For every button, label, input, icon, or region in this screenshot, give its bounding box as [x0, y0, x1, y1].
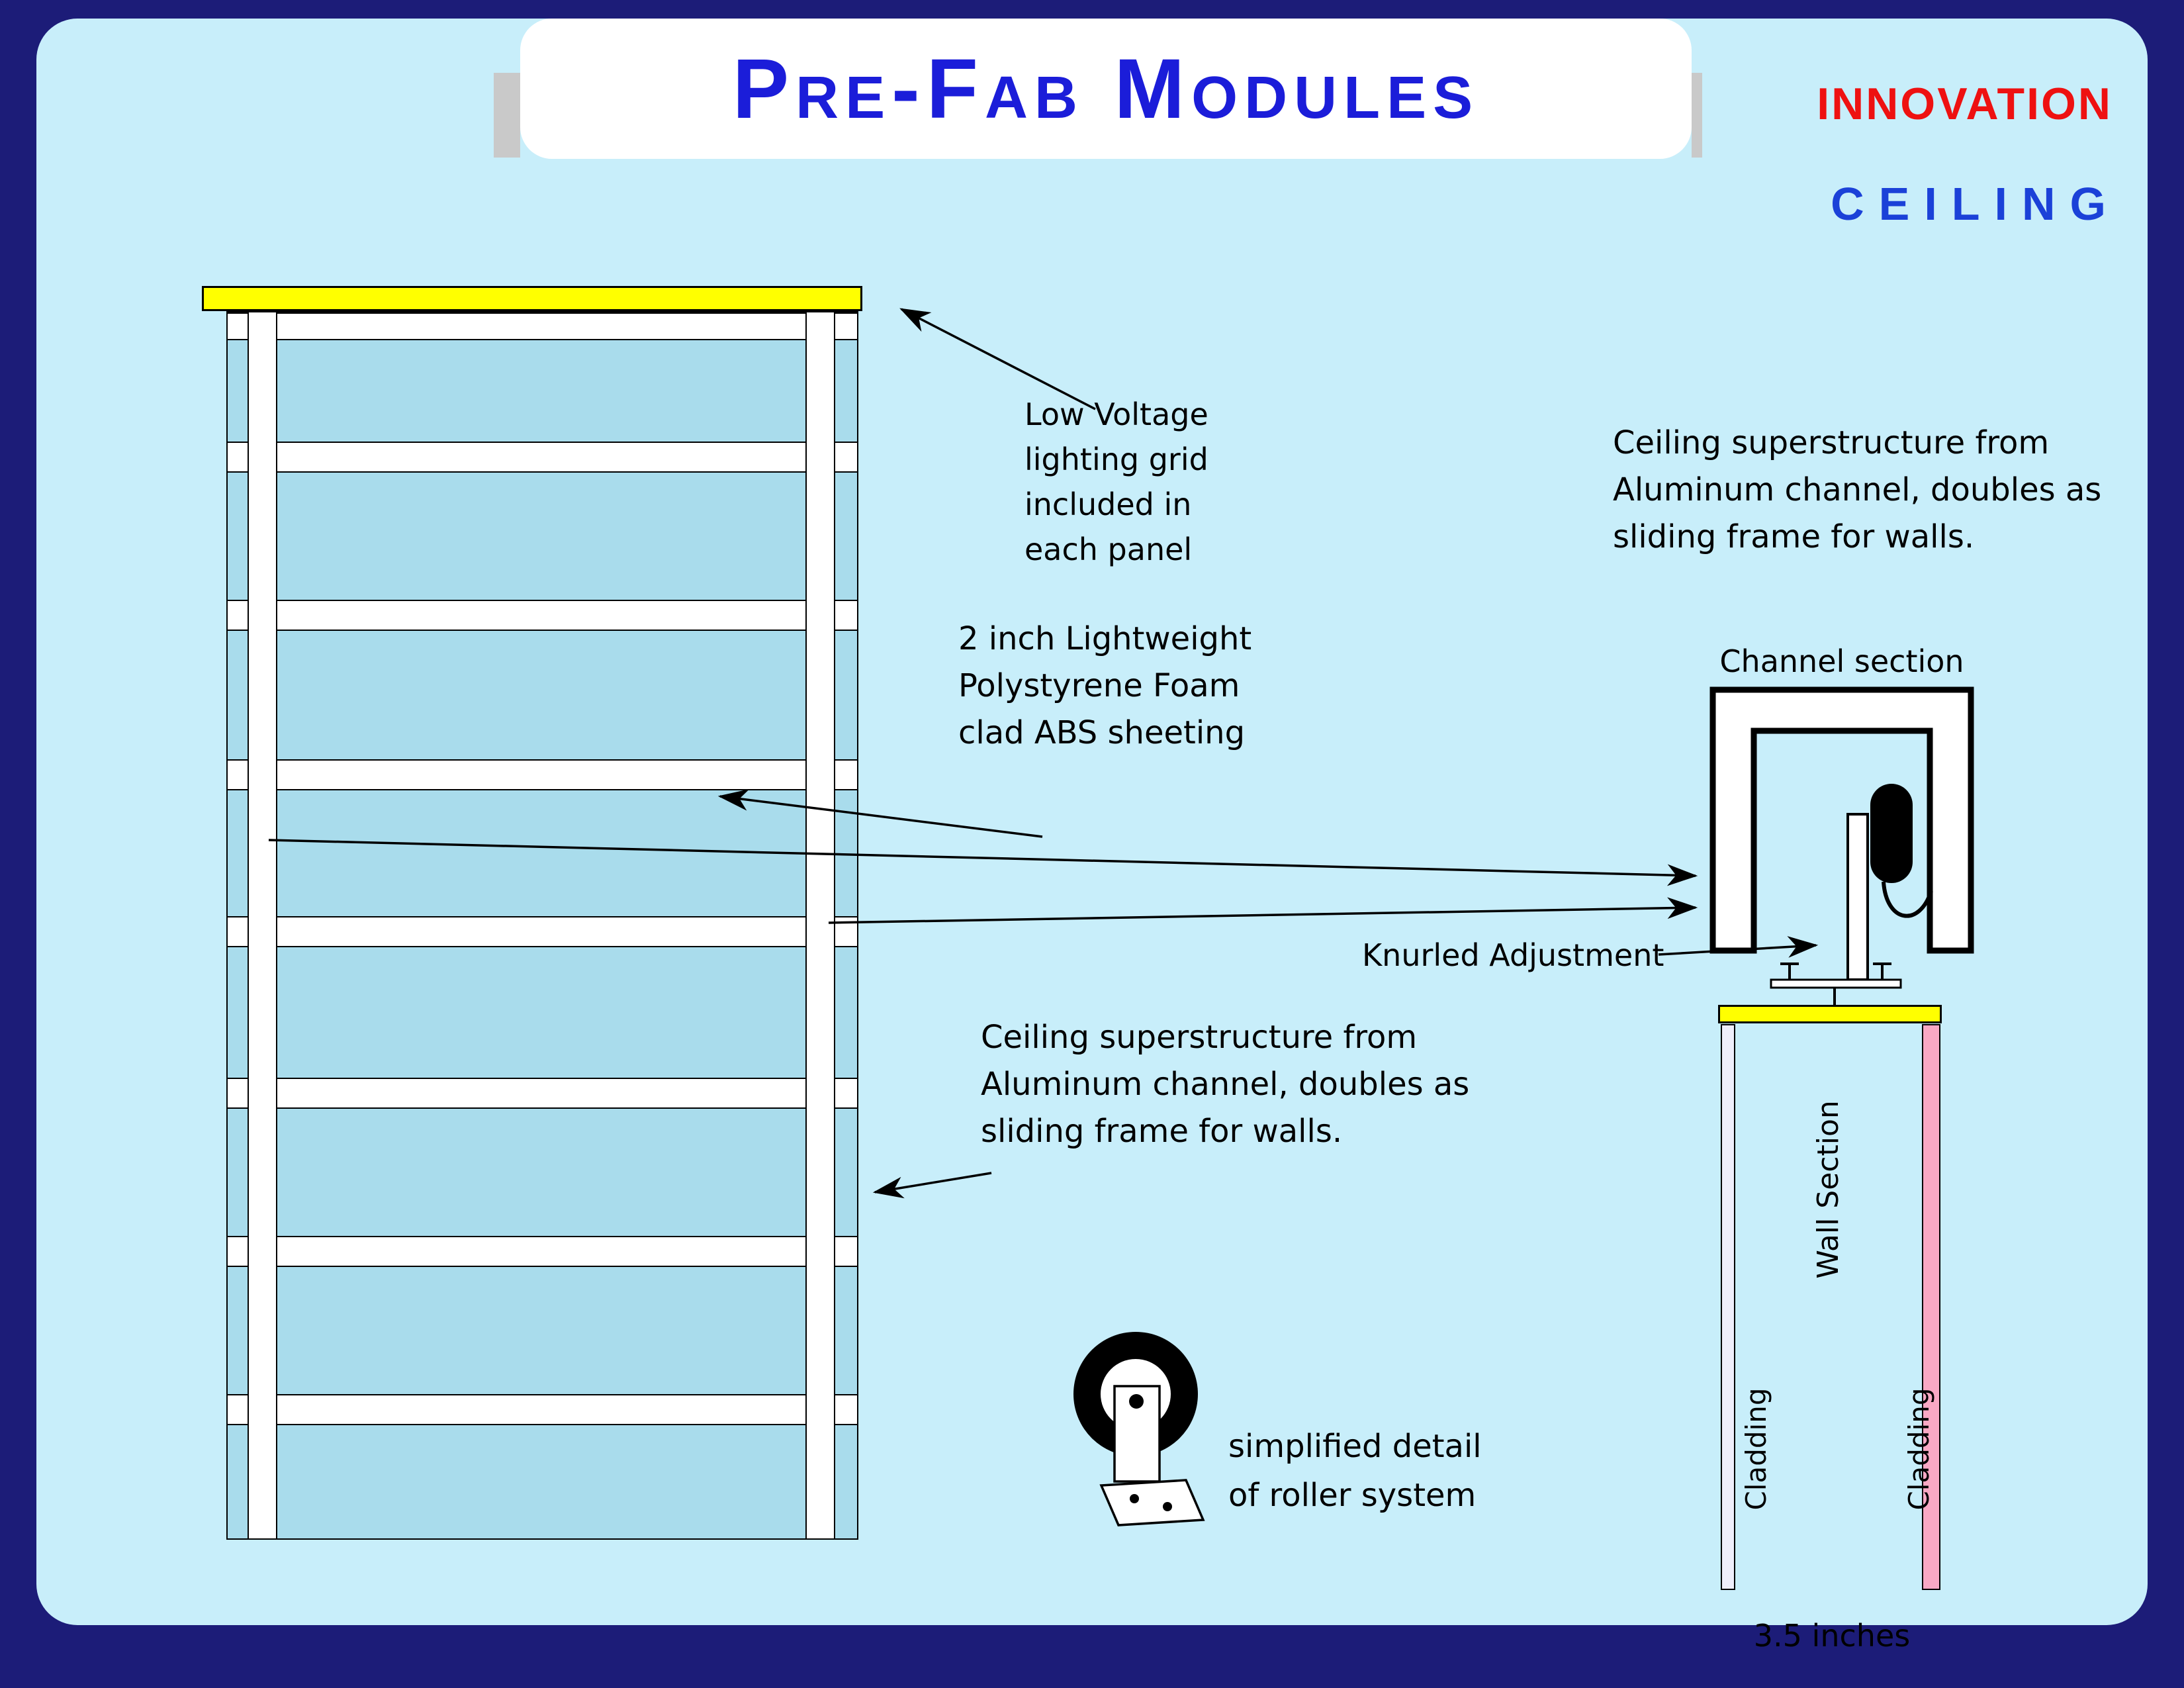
page-title: Pre-Fab Modules: [732, 41, 1480, 136]
brand-ceiling: CEILING: [1831, 178, 2120, 230]
panel-divider: [226, 1236, 858, 1267]
lighting-grid-strip: [202, 286, 862, 311]
banner-accent-left: [494, 73, 520, 158]
panel-divider: [226, 759, 858, 790]
label-channel-section: Channel section: [1719, 643, 1964, 679]
panel-divider: [226, 1078, 858, 1109]
wall-panel-diagram: [226, 311, 858, 1540]
title-banner: Pre-Fab Modules: [520, 19, 1692, 159]
panel-rail-right: [805, 311, 835, 1540]
panel-divider: [226, 916, 858, 947]
panel-divider: [226, 600, 858, 631]
panel-divider: [226, 1394, 858, 1425]
label-knurled-adjustment: Knurled Adjustment: [1362, 937, 1664, 973]
brand-innovation: INNOVATION: [1817, 79, 2113, 129]
note-lighting-grid: Low Voltage lighting grid included in ea…: [1024, 397, 1208, 567]
wall-section-lighting-strip: [1718, 1005, 1942, 1023]
note-roller-detail: simplified detail of roller system: [1228, 1428, 1482, 1514]
note-superstructure-left: Ceiling superstructure from Aluminum cha…: [981, 1019, 1470, 1150]
label-cladding-left: Cladding: [1740, 1387, 1772, 1511]
label-wall-section: Wall Section: [1811, 1100, 1845, 1279]
panel-rail-left: [248, 311, 277, 1540]
banner-accent-right: [1692, 73, 1702, 158]
wall-cladding-left-strip: [1721, 1024, 1735, 1590]
note-foam-sheeting: 2 inch Lightweight Polystyrene Foam clad…: [958, 620, 1252, 751]
panel-divider: [226, 442, 858, 473]
label-cladding-right: Cladding: [1903, 1387, 1935, 1511]
note-superstructure-right: Ceiling superstructure from Aluminum cha…: [1613, 424, 2102, 555]
label-dimension: 3.5 inches: [1753, 1618, 1911, 1654]
wall-cladding-right-strip: [1922, 1024, 1940, 1590]
panel-divider: [226, 312, 858, 340]
